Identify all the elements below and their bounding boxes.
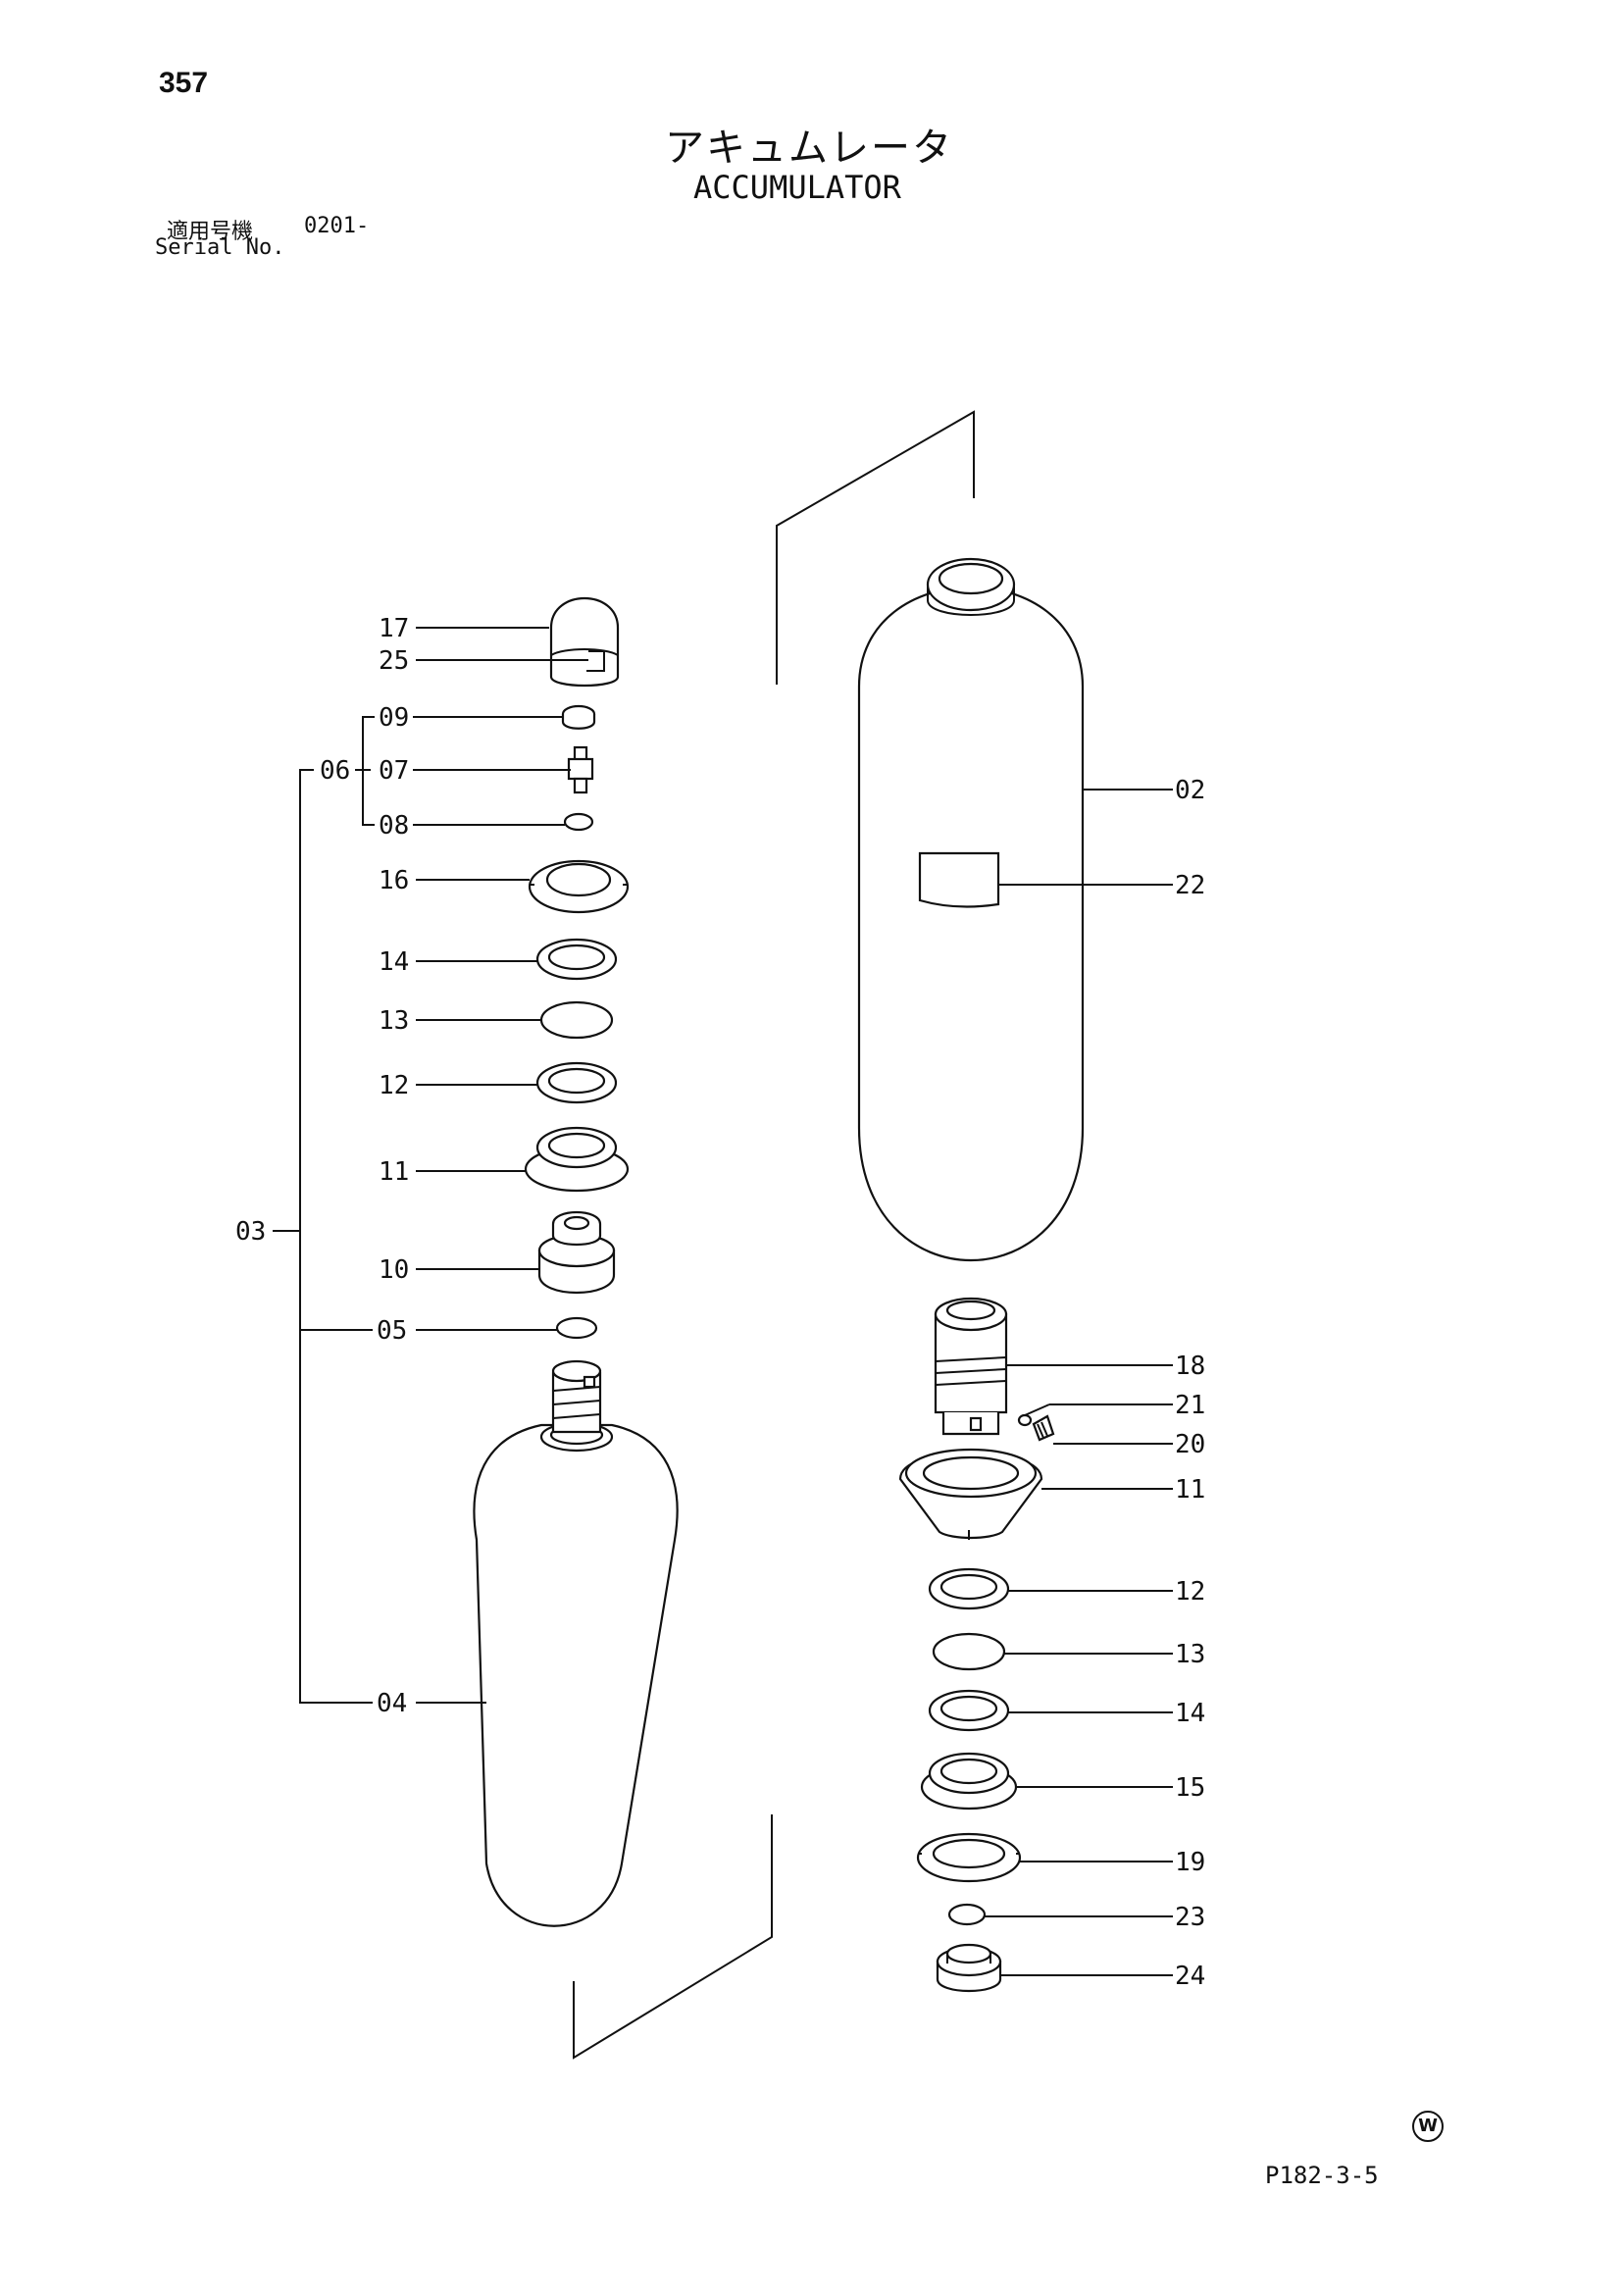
part-02-shell [857, 557, 1085, 1261]
label-23: 23 [1175, 1903, 1205, 1932]
part-12-ring-left [535, 1061, 618, 1104]
part-07-valve-core [567, 745, 594, 794]
part-12-ring-right [928, 1567, 1010, 1610]
w-circle-mark: W [1412, 2111, 1444, 2142]
label-19: 19 [1175, 1848, 1205, 1877]
title-english: ACCUMULATOR [693, 169, 901, 206]
label-03: 03 [235, 1217, 266, 1247]
part-23-o-ring [947, 1903, 987, 1926]
leaders-right [985, 789, 1173, 1976]
label-09: 09 [379, 703, 409, 733]
label-14-left: 14 [379, 947, 409, 977]
part-24-plug-nut [936, 1943, 1002, 1993]
label-05: 05 [377, 1316, 407, 1346]
label-21: 21 [1175, 1391, 1205, 1420]
label-14-right: 14 [1175, 1699, 1205, 1728]
part-20-plug [1032, 1414, 1055, 1442]
label-10: 10 [379, 1255, 409, 1285]
part-16-retainer [528, 859, 630, 914]
label-13-right: 13 [1175, 1640, 1205, 1669]
label-24: 24 [1175, 1962, 1205, 1991]
part-14-ring-right [928, 1689, 1010, 1732]
label-20: 20 [1175, 1430, 1205, 1459]
part-22-label-plate [918, 851, 1000, 908]
label-11-right: 11 [1175, 1475, 1205, 1505]
label-18: 18 [1175, 1352, 1205, 1381]
label-17: 17 [379, 614, 409, 643]
label-06: 06 [320, 756, 350, 786]
part-19-ring-nut [916, 1832, 1022, 1883]
part-10-sleeve [537, 1211, 616, 1295]
title-japanese: アキュムレータ [665, 126, 953, 171]
part-labels: 17 25 09 06 07 08 16 14 13 12 11 03 10 0… [235, 614, 1205, 1991]
figure-reference-code: P182-3-5 [1265, 2162, 1379, 2189]
part-14-ring-left [535, 938, 618, 981]
label-15: 15 [1175, 1773, 1205, 1803]
label-12-left: 12 [379, 1071, 409, 1100]
part-08-o-ring [563, 812, 594, 832]
part-13-seal-left [539, 1000, 614, 1040]
part-04-bladder [473, 1359, 679, 1927]
part-13-seal-right [932, 1632, 1006, 1671]
part-15-collar [920, 1752, 1018, 1811]
part-11-flange-left [524, 1126, 630, 1193]
label-11-left: 11 [379, 1157, 409, 1187]
serial-value: 0201- [304, 214, 370, 238]
part-11-flange-right [898, 1448, 1043, 1540]
label-25: 25 [379, 646, 409, 676]
label-13-left: 13 [379, 1006, 409, 1036]
part-18-valve-body [934, 1297, 1008, 1436]
label-07: 07 [379, 756, 409, 786]
label-02: 02 [1175, 776, 1205, 805]
serial-label-japanese: 適用号機 [167, 220, 254, 244]
part-09-disc [561, 704, 596, 730]
label-22: 22 [1175, 871, 1205, 900]
label-12-right: 12 [1175, 1577, 1205, 1607]
label-08: 08 [379, 811, 409, 841]
break-line-bottom [573, 1814, 773, 2060]
page-number: 357 [159, 67, 209, 99]
leaders-left [273, 627, 588, 1704]
label-16: 16 [379, 866, 409, 895]
part-05-o-ring [555, 1316, 598, 1340]
label-04: 04 [377, 1689, 407, 1718]
break-line-top [776, 410, 975, 685]
part-21-washer [1017, 1413, 1033, 1427]
serial-label-english: Serial No. [155, 235, 285, 260]
part-17-cap [549, 597, 620, 688]
